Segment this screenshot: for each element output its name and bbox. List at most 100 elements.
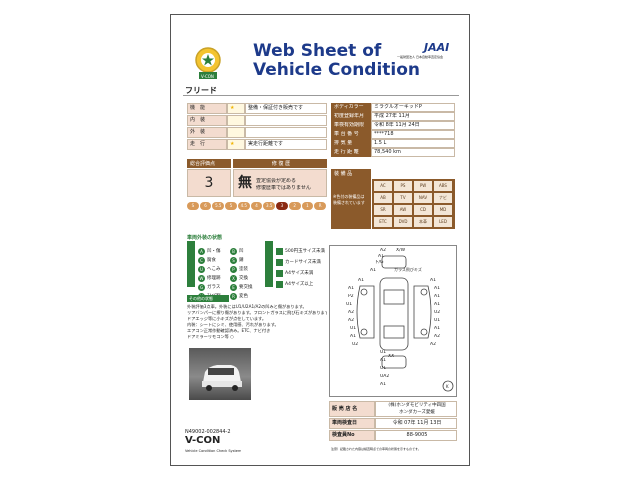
legend-code: B <box>230 248 237 255</box>
overall-label: 総合評価点 <box>187 159 231 168</box>
repair-label: 修 復 歴 <box>233 159 327 168</box>
diagram-label: A2 <box>380 248 386 253</box>
diagram-label: U1 <box>346 302 353 307</box>
legend-side-label-1 <box>187 241 195 287</box>
diagram-label: A1 <box>434 294 440 299</box>
equipment-item: 本革 <box>414 217 432 227</box>
jaai-logo: JAAI <box>424 41 450 54</box>
legend-code: P <box>230 266 237 273</box>
equipment-item: ETC <box>374 217 392 227</box>
spec-value: 令和 8年 11月 24日 <box>371 121 455 130</box>
legend-code: C <box>198 257 205 264</box>
equipment-item: MD <box>434 205 452 215</box>
diagram-label: X/W <box>396 248 406 253</box>
status-label: 内 装 <box>187 115 227 126</box>
score-scale-step: 2 <box>288 202 301 210</box>
legend-code: W <box>198 275 205 282</box>
equipment-item: SR <box>374 205 392 215</box>
inspect-date-label: 車両検査日 <box>329 418 375 429</box>
diagram-label: A1 <box>378 254 384 259</box>
shop-value-1: (株)ホンダモビリティ中四国 <box>388 403 446 408</box>
spec-label: ボディカラー <box>331 103 371 112</box>
diagram-label: U1 <box>434 318 441 323</box>
diagram-label: A1 <box>434 326 440 331</box>
legend-scale-square <box>276 259 283 266</box>
legend-scale-item: A4サイズ以上 <box>276 274 328 288</box>
diagram-label: A2 <box>348 310 354 315</box>
status-text: 実走行距離です <box>245 139 327 150</box>
evaluation-block: 総合評価点 修 復 歴 3 無 査定協会が定める 修復歴車ではありません <box>187 159 327 199</box>
shop-value-2: ホンダカーズ愛媛 <box>399 410 435 415</box>
car-photo-icon <box>202 365 242 391</box>
footer-notice: 注意）記載された内容は検査時点での車両の状態を示すものです。 <box>331 447 421 451</box>
legend-scale-text: 500円玉サイズ未満 <box>285 249 325 254</box>
diagram-corner: K <box>446 384 449 389</box>
diagram-label: A1 <box>370 268 376 273</box>
diagram-label: A1 <box>358 278 364 283</box>
score-scale-step: 6 <box>199 202 212 210</box>
spec-label: 初度登録年月 <box>331 112 371 121</box>
status-text <box>245 115 327 126</box>
equipment-item: AC <box>374 181 392 191</box>
repair-note-2: 修復歴車ではありません <box>256 185 311 191</box>
spec-value: ミラクルオーキッドP <box>371 103 455 112</box>
equipment-label: 装 備 品 <box>331 169 371 179</box>
status-star-icon <box>227 115 245 126</box>
other-heading: その他の状態 <box>187 295 229 302</box>
other-line: ドアエッジ等に小キズが点在しています。 <box>187 316 267 321</box>
spec-label: 走 行 距 離 <box>331 148 371 157</box>
legend-text: 錆 <box>239 258 244 263</box>
legend-scale-square <box>276 248 283 255</box>
spec-label: 排 気 量 <box>331 139 371 148</box>
diagram-front-note: ガラス飛びキズ <box>394 267 422 272</box>
diagram-label: U2 <box>352 342 359 347</box>
footer-logo-sub: Vehicle Condition Check System <box>185 449 242 453</box>
diagram-label: P2 <box>348 294 354 299</box>
legend-scale-text: A4サイズ以上 <box>285 282 314 287</box>
score-scale-step: 3.5 <box>263 202 276 210</box>
diagram-label: A1 <box>380 382 386 387</box>
diagram-label: A1 <box>380 358 386 363</box>
equipment-item: PS <box>394 181 412 191</box>
status-star-icon <box>227 127 245 138</box>
diagram-label: A1 <box>430 278 436 283</box>
legend-scale-item: A4サイズ未満 <box>276 263 328 277</box>
vcon-badge-icon: V-CON <box>193 45 223 81</box>
status-star-icon: ★ <box>227 103 245 114</box>
jaai-subtitle: 一般財団法人 日本自動車査定協会 <box>397 55 443 59</box>
legend-item: Yひび割 <box>198 286 230 300</box>
equipment-item: ABS <box>434 181 452 191</box>
other-line: エアコン正常作動確認済み。ETC、ナビ付き <box>187 328 271 333</box>
legend-scale-text: A4サイズ未満 <box>285 271 314 276</box>
legend-scale-item: 500円玉サイズ未満 <box>276 241 328 255</box>
spec-value: ****718 <box>371 130 455 139</box>
legend-text: 塗装 <box>239 267 248 272</box>
legend-heading: 車両外装の状態 <box>187 235 223 241</box>
header-divider <box>183 95 459 96</box>
score-scale-step: 3 <box>276 202 288 210</box>
other-line: リアバンパーに擦り傷があります。フロントガラスに飛び石キズがあります。 <box>187 310 327 315</box>
status-star-icon: ★ <box>227 139 245 150</box>
diagram-label: A1 <box>348 286 354 291</box>
legend-code: A <box>198 248 205 255</box>
shop-label: 販 売 店 名 <box>329 401 375 417</box>
equipment-item: AW <box>394 205 412 215</box>
score-scale-step: 4 <box>250 202 263 210</box>
sheet-number: N49002-002844-2 <box>185 429 231 435</box>
legend-block: A凹・傷B凹C腐食S錆UへこみP塗装W修理跡X交換GガラスE要交換Yひび割R変色… <box>187 241 327 301</box>
legend-text: 交換 <box>239 276 248 281</box>
other-line: 外装評価3点車。外装にはU1/U2A1/A2の凹みと傷があります。 <box>187 304 307 309</box>
diagram-label: A2 <box>434 334 440 339</box>
diagram-label: XX <box>388 354 395 359</box>
legend-text: へこみ <box>207 267 221 272</box>
